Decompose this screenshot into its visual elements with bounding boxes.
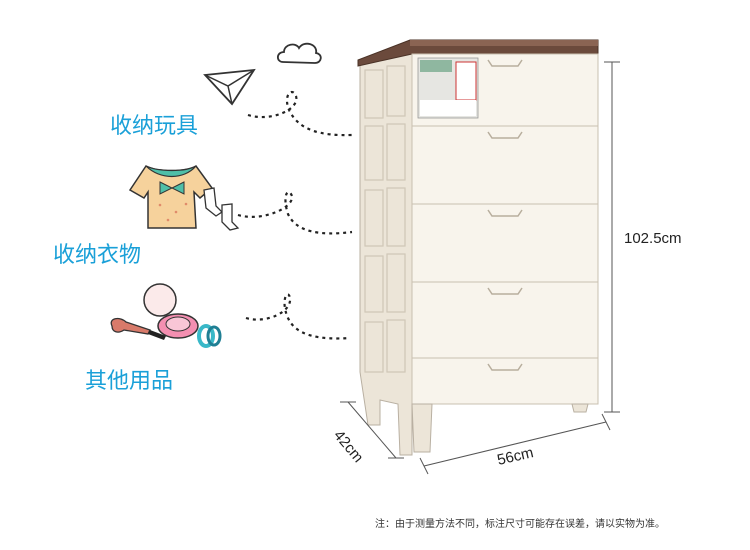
- label-clothes: 收纳衣物: [53, 243, 142, 268]
- makeup-brush-icon: [110, 317, 166, 340]
- socks-icon: [203, 187, 240, 231]
- label-toys: 收纳玩具: [110, 114, 199, 139]
- shirt-icon: [128, 165, 214, 229]
- depth-dimension-line: [340, 401, 404, 459]
- compact-mirror-icon: [143, 283, 199, 339]
- width-dimension-line: [419, 413, 611, 475]
- label-other: 其他用品: [85, 369, 174, 394]
- height-dimension-line: [604, 61, 620, 413]
- dashed-line-1: [247, 90, 353, 137]
- paper-plane-icon: [203, 68, 256, 106]
- cloud-icon: [276, 42, 322, 64]
- dashed-line-3: [245, 293, 351, 340]
- dashed-line-2: [237, 190, 353, 235]
- drawer-cabinet: [357, 39, 599, 456]
- hair-tie-icon: [197, 324, 222, 348]
- disclaimer-note: 注：由于测量方法不同，标注尺寸可能存在误差，请以实物为准。: [375, 519, 665, 530]
- height-dimension: 102.5cm: [624, 230, 682, 247]
